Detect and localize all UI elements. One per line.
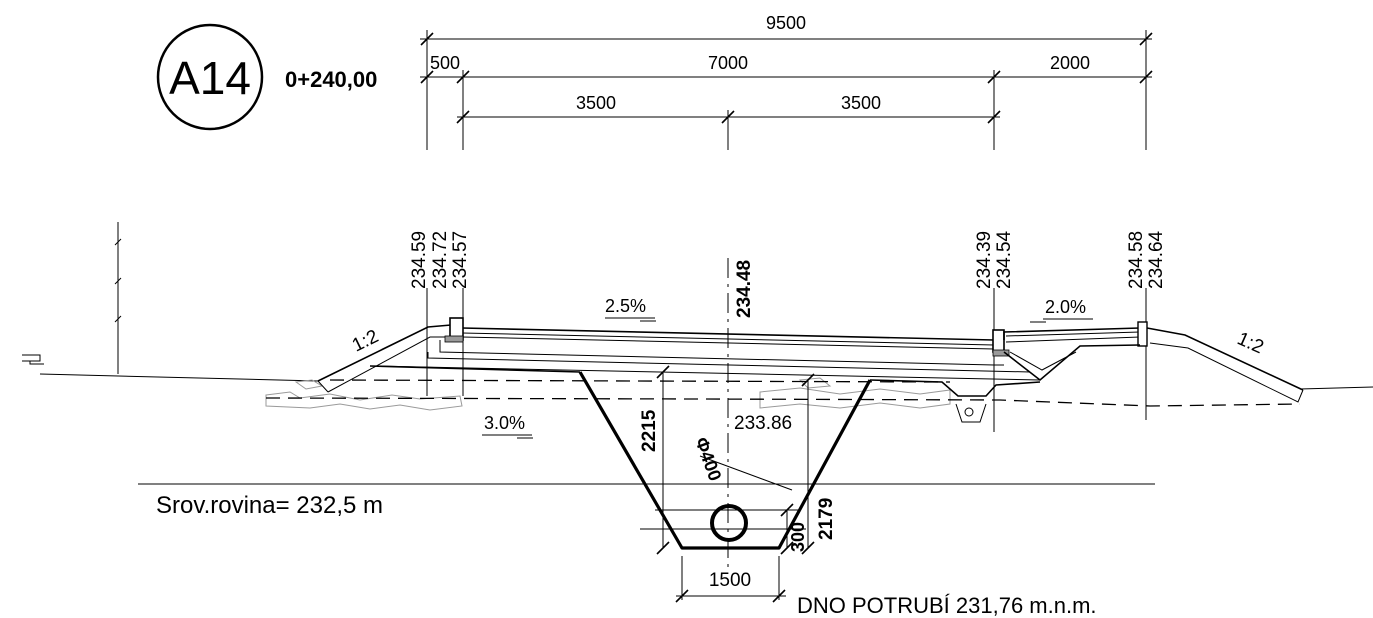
elevation-sidewalk-inner: 234.58	[1126, 231, 1147, 289]
left-reference-pole	[22, 222, 122, 374]
elevation-curb-bottom-right: 234.39	[974, 231, 995, 289]
sidewalk-right	[955, 321, 1148, 423]
pipe-depth-label: 2179	[816, 498, 837, 540]
dim-right-part: 2000	[1050, 53, 1090, 73]
elevation-labels: 234.59 234.72 234.57 234.48 234.39 234.5…	[409, 230, 1167, 432]
dim-total: 9500	[766, 13, 806, 33]
slope-labels: 2.5% 2.0% 3.0%	[482, 296, 1093, 439]
elevation-curb-top-left: 234.72	[430, 231, 451, 289]
dim-left-offset: 500	[430, 53, 460, 73]
pipe-bottom-label: DNO POTRUBÍ 231,76 m.n.m.	[797, 593, 1097, 618]
elevation-sidewalk-outer: 234.64	[1146, 230, 1167, 289]
original-terrain-hatch	[265, 377, 951, 411]
dim-lane-right: 3500	[841, 93, 881, 113]
elevation-curb-top-right: 234.54	[994, 230, 1015, 289]
trench-depth-label: 2215	[639, 409, 660, 452]
elevation-axis: 234.48	[734, 260, 755, 318]
slope-sidewalk: 2.0%	[1045, 297, 1086, 317]
slope-subgrade: 3.0%	[484, 413, 525, 433]
slope-embankment-right: 1:2	[1234, 328, 1267, 358]
terrain-left	[39, 373, 319, 382]
terrain-right	[1299, 386, 1373, 390]
reference-plane-label: Srov.rovina= 232,5 m	[156, 492, 383, 519]
embankment-right: 1:2	[1146, 327, 1304, 403]
section-badge: A14	[156, 23, 264, 131]
subgrade-line-lower	[265, 397, 1301, 407]
bedding-label: 300	[788, 522, 808, 552]
dimension-chains: 9500 500 7000 2000 3500 3500	[420, 13, 1153, 150]
trench-top-elevation: 233.86	[734, 413, 792, 434]
pipe-icon	[710, 504, 748, 542]
slope-roadway: 2.5%	[605, 296, 646, 316]
pipe-diameter-label: Φ400	[691, 435, 725, 484]
dim-lane-left: 3500	[576, 93, 616, 113]
subgrade-line-upper	[329, 379, 951, 383]
dim-roadway: 7000	[708, 53, 748, 73]
station-label: 0+240,00	[285, 67, 377, 92]
trench-bottom-width: 1500	[709, 570, 751, 591]
curb-right	[992, 329, 1010, 357]
curb-left	[444, 317, 464, 343]
elevation-left-edge: 234.59	[409, 231, 430, 289]
badge-circle	[156, 23, 264, 131]
elevation-curb-bottom-left: 234.57	[450, 231, 471, 289]
badge-label: A14	[169, 52, 251, 104]
pavement-layers	[369, 327, 1041, 397]
